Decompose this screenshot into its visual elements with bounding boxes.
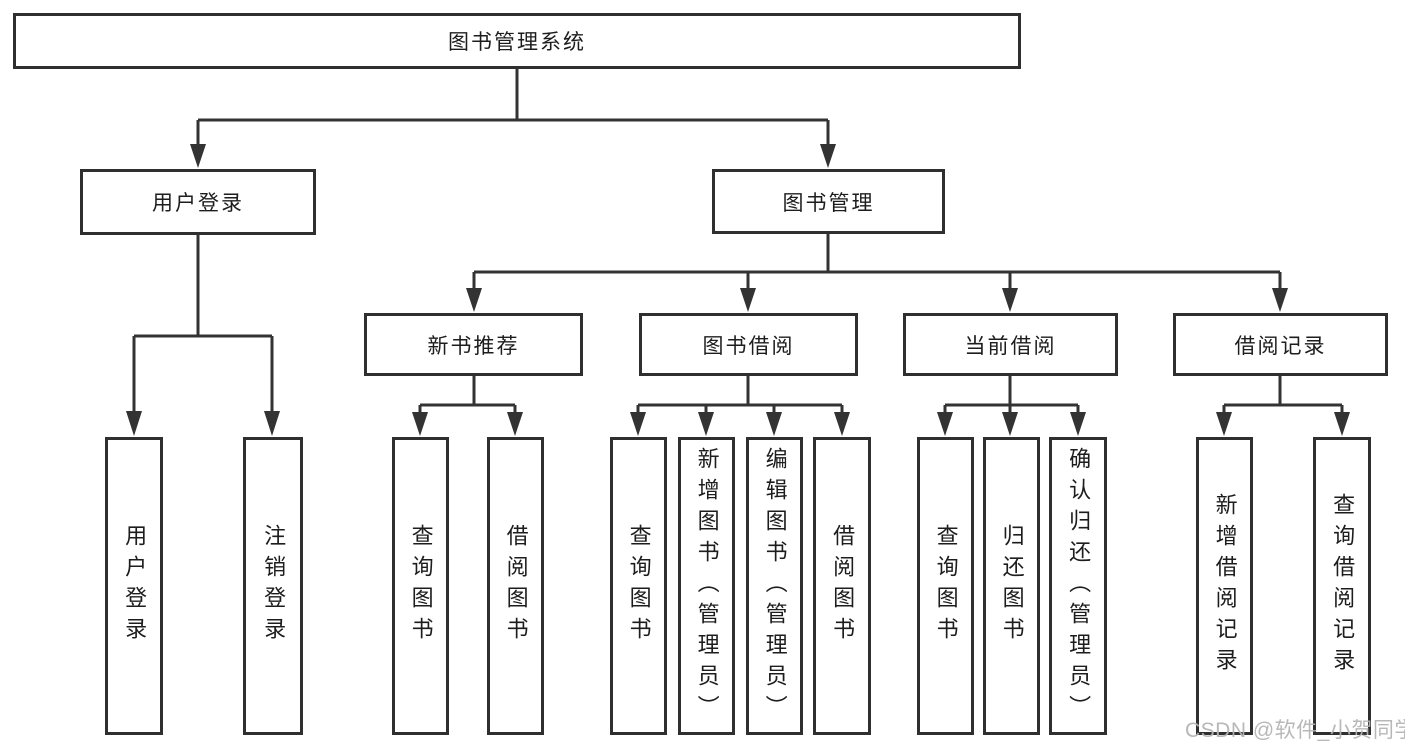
node-label: 新书推荐 — [427, 334, 520, 358]
book-borrow-connector — [636, 376, 844, 420]
node-leaf-logout: 注销登录 — [243, 437, 303, 735]
node-label: 用户登录 — [152, 192, 244, 215]
node-label: 查询借阅记录 — [1330, 493, 1356, 679]
arrow-down-icon — [1002, 288, 1018, 312]
node-label: 编辑图书（管理员） — [762, 446, 788, 726]
node-label: 确认归还（管理员） — [1066, 446, 1092, 726]
arrow-down-icon — [740, 288, 756, 312]
arrow-down-icon — [1272, 288, 1288, 312]
node-label: 新增借阅记录 — [1212, 493, 1238, 679]
arrow-down-icon — [190, 144, 206, 168]
arrow-down-icon — [1334, 412, 1350, 436]
root-connector — [196, 68, 830, 150]
arrow-down-icon — [1216, 412, 1232, 436]
arrow-down-icon — [412, 412, 428, 436]
node-leaf-query-books-3: 查询图书 — [917, 437, 974, 735]
node-leaf-confirm-return-admin: 确认归还（管理员） — [1049, 437, 1107, 735]
node-label: 借阅图书 — [830, 524, 856, 648]
node-leaf-return-books: 归还图书 — [983, 437, 1040, 735]
borrow-records-connector — [1222, 376, 1344, 420]
node-label: 查询图书 — [408, 524, 434, 648]
node-label: 新增图书（管理员） — [694, 446, 720, 726]
arrow-down-icon — [1070, 412, 1086, 436]
node-label: 用户登录 — [122, 524, 148, 648]
node-leaf-add-books-admin: 新增图书（管理员） — [678, 437, 735, 735]
arrow-down-icon — [820, 144, 836, 168]
arrow-down-icon — [937, 412, 953, 436]
node-leaf-add-borrow-record: 新增借阅记录 — [1196, 437, 1253, 735]
arrow-down-icon — [264, 411, 280, 436]
node-borrow-records: 借阅记录 — [1173, 313, 1388, 376]
node-leaf-borrow-books-1: 借阅图书 — [487, 437, 544, 735]
node-label: 借阅记录 — [1234, 334, 1327, 358]
node-leaf-query-borrow-record: 查询借阅记录 — [1313, 437, 1371, 735]
node-leaf-user-login: 用户登录 — [105, 437, 163, 735]
watermark: CSDN @软件_小贺同学 — [1185, 719, 1405, 742]
node-label: 查询图书 — [626, 524, 652, 648]
arrow-down-icon — [1002, 412, 1018, 436]
node-leaf-query-books-2: 查询图书 — [610, 437, 667, 735]
node-label: 借阅图书 — [503, 524, 529, 648]
arrow-down-icon — [698, 412, 714, 436]
node-library-management-system: 图书管理系统 — [13, 13, 1021, 69]
arrow-down-icon — [630, 412, 646, 436]
node-label: 注销登录 — [261, 524, 287, 648]
arrow-down-icon — [466, 288, 482, 312]
node-leaf-query-books-1: 查询图书 — [392, 437, 449, 735]
node-leaf-edit-books-admin: 编辑图书（管理员） — [746, 437, 803, 735]
node-label: 归还图书 — [999, 524, 1025, 648]
node-book-borrow: 图书借阅 — [639, 313, 858, 376]
node-leaf-borrow-books-2: 借阅图书 — [813, 437, 871, 735]
node-current-borrow: 当前借阅 — [903, 313, 1118, 376]
node-label: 图书管理 — [782, 191, 875, 215]
arrow-down-icon — [834, 412, 850, 436]
node-new-book-recommend: 新书推荐 — [364, 313, 583, 376]
new-book-recommend-connector — [418, 376, 517, 420]
arrow-down-icon — [507, 412, 523, 436]
arrow-down-icon — [766, 412, 782, 436]
node-label: 当前借阅 — [964, 334, 1057, 358]
node-user-login: 用户登录 — [80, 169, 316, 235]
node-label: 查询图书 — [933, 524, 959, 648]
book-management-connector — [472, 233, 1282, 296]
node-label: 图书借阅 — [702, 334, 795, 358]
user-login-connector — [132, 234, 274, 418]
node-book-management: 图书管理 — [712, 169, 945, 234]
arrow-down-icon — [126, 411, 142, 436]
node-label: 图书管理系统 — [448, 31, 586, 54]
